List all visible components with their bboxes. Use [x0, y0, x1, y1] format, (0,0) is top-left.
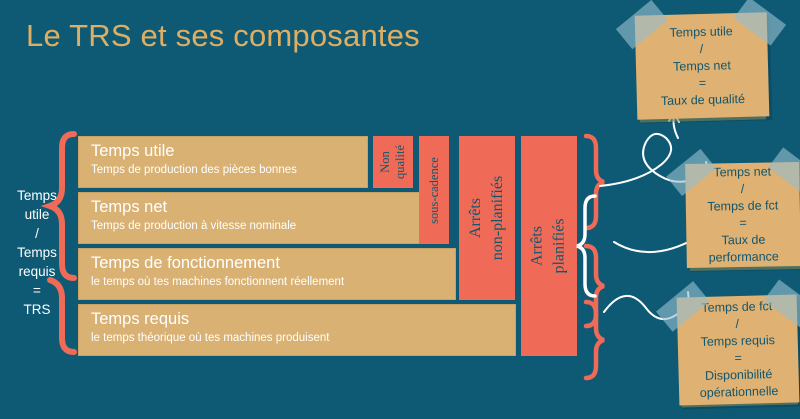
note-disponibilite-operationnelle: Temps de fct / Temps requis = Disponibil…: [656, 279, 800, 406]
tape-left-icon: [615, 0, 668, 50]
bar-subtitle: Temps de production à vitesse nominale: [91, 220, 297, 232]
bar-subtitle: le temps où tes machines fonctionnent ré…: [91, 276, 345, 288]
loss-line-1: Non: [377, 151, 392, 173]
bar-title: Temps utile: [91, 142, 175, 160]
bar-temps-net: Temps net Temps de production à vitesse …: [78, 192, 424, 244]
trs-line-4: Temps: [17, 245, 57, 260]
trs-line-7: TRS: [23, 302, 51, 317]
loss-line-1: Arrêts: [467, 198, 485, 238]
note-line-5: Taux de: [721, 232, 766, 248]
note-line-4: =: [739, 215, 747, 231]
note-line-3: Temps de fct: [707, 198, 779, 214]
note-line-4: =: [734, 350, 743, 366]
note-line-3: Temps requis: [700, 333, 776, 349]
bar-temps-utile: Temps utile Temps de production des pièc…: [78, 136, 368, 188]
trs-formula-label: Temps utile / Temps requis = TRS: [4, 186, 70, 319]
note-line-1: Temps utile: [669, 23, 733, 40]
note-line-2: /: [699, 41, 704, 56]
tape-left-icon: [666, 148, 717, 196]
loss-box-arrets-planifies: Arrêts planifiés: [521, 136, 577, 356]
loss-line-2: non-planifiés: [489, 175, 507, 261]
bar-title: Temps net: [91, 198, 168, 216]
loss-box-non-qualite: Non qualité: [373, 136, 413, 188]
trs-line-6: =: [33, 283, 41, 298]
note-line-5: Taux de qualité: [660, 91, 746, 108]
loss-box-label: Non qualité: [378, 145, 408, 179]
loss-box-sous-cadence: sous-cadence: [419, 136, 449, 244]
tape-right-icon: [733, 0, 787, 46]
loss-line-1: Arrêts: [529, 226, 546, 266]
note-line-6: performance: [708, 249, 779, 265]
bar-title: Temps requis: [91, 310, 190, 328]
note-line-4: =: [698, 75, 707, 90]
loss-box-label: Arrêts non-planifiés: [465, 176, 509, 260]
loss-line-1: sous-cadence: [426, 156, 441, 224]
note-line-2: /: [735, 316, 740, 332]
note-line-3: Temps net: [672, 57, 731, 74]
trs-line-1: Temps: [17, 188, 57, 203]
trs-line-5: requis: [18, 264, 56, 279]
note-line-1: Temps net: [713, 164, 772, 180]
loss-line-2: qualité: [392, 144, 407, 180]
loss-box-label: sous-cadence: [426, 157, 443, 224]
note-line-1: Temps de fct: [701, 299, 773, 315]
note-line-2: /: [740, 181, 745, 197]
note-line-6: opérationnelle: [699, 383, 779, 401]
tape-right-icon: [768, 147, 800, 194]
note-taux-de-performance: Temps net / Temps de fct = Taux de perfo…: [666, 147, 800, 268]
bar-title: Temps de fonctionnement: [91, 254, 280, 272]
bar-temps-de-fonctionnement: Temps de fonctionnement le temps où tes …: [78, 248, 456, 300]
bar-subtitle: le temps théorique où tes machines produ…: [91, 332, 330, 344]
trs-line-2: utile: [24, 207, 50, 222]
trs-line-3: /: [35, 226, 39, 241]
page-title: Le TRS et ses composantes: [26, 18, 420, 53]
note-line-5: Disponibilité: [704, 367, 773, 383]
loss-box-arrets-non-planifies: Arrêts non-planifiés: [459, 136, 515, 300]
bar-subtitle: Temps de production des pièces bonnes: [91, 164, 297, 176]
bar-temps-requis: Temps requis le temps théorique où tes m…: [78, 304, 516, 356]
loss-line-2: planifiés: [551, 218, 568, 274]
note-taux-de-qualite: Temps utile / Temps net = Taux de qualit…: [615, 0, 787, 120]
loss-box-label: Arrêts planifiés: [527, 218, 571, 273]
